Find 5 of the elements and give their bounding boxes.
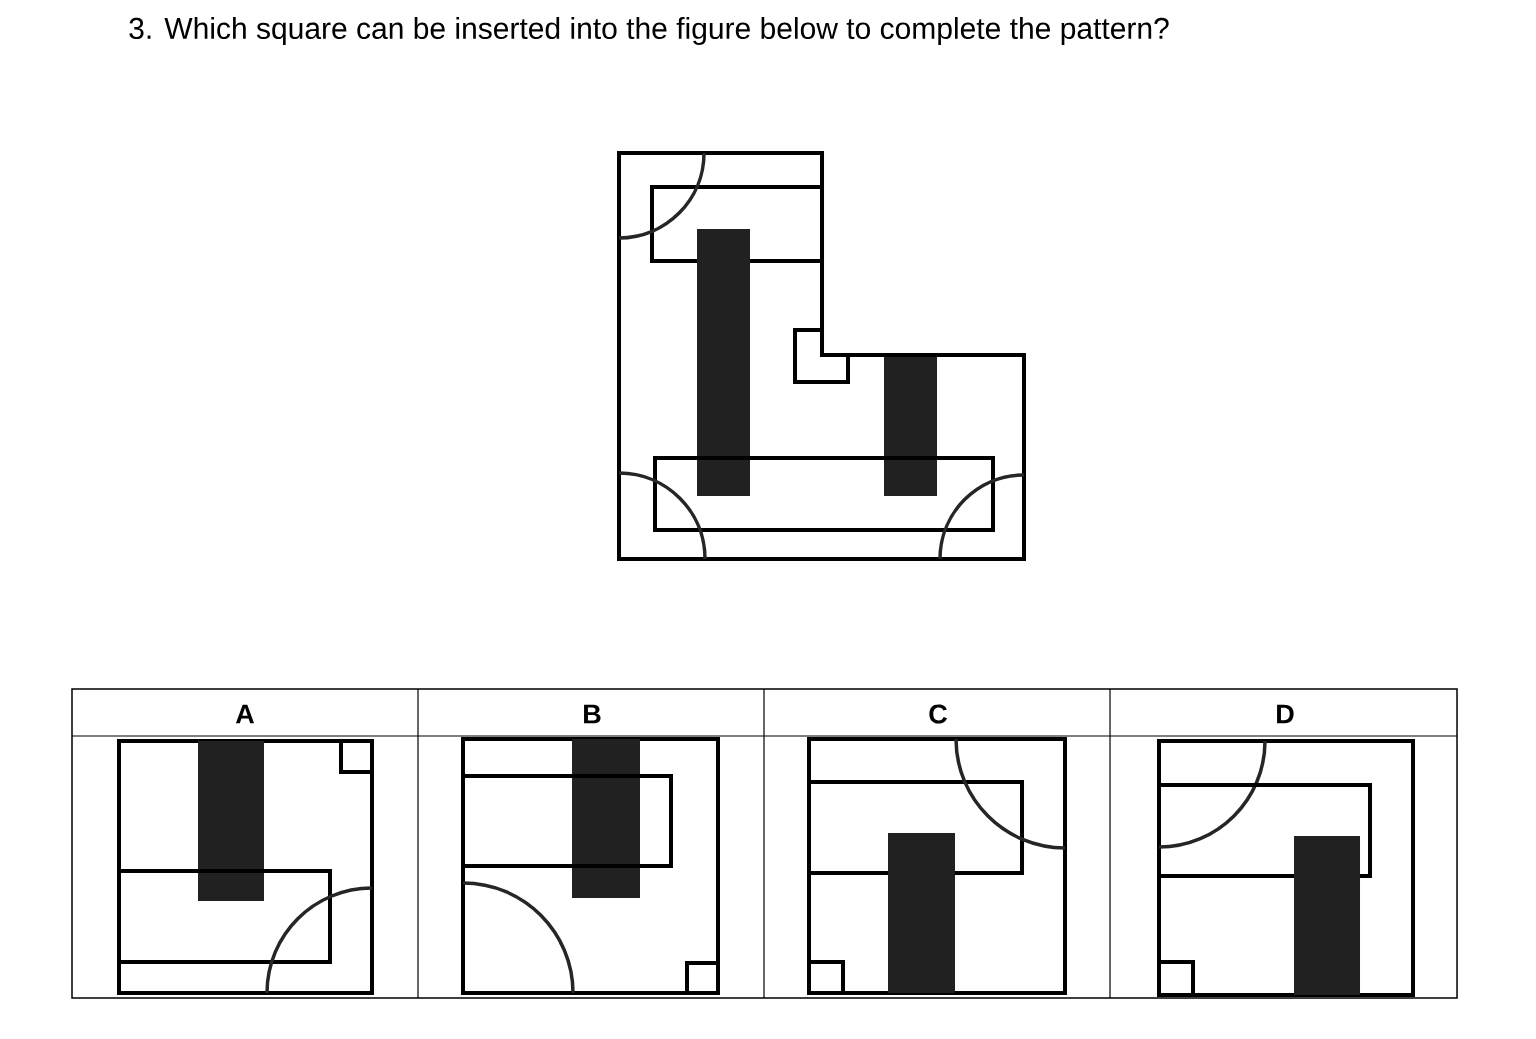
question-text: 3. Which square can be inserted into the figure below to complete the pattern?: [129, 17, 1169, 45]
option-letter: A: [235, 704, 255, 724]
option-letter: D: [1277, 704, 1294, 724]
option-letter: C: [929, 704, 947, 724]
option-letter: B: [584, 704, 601, 724]
